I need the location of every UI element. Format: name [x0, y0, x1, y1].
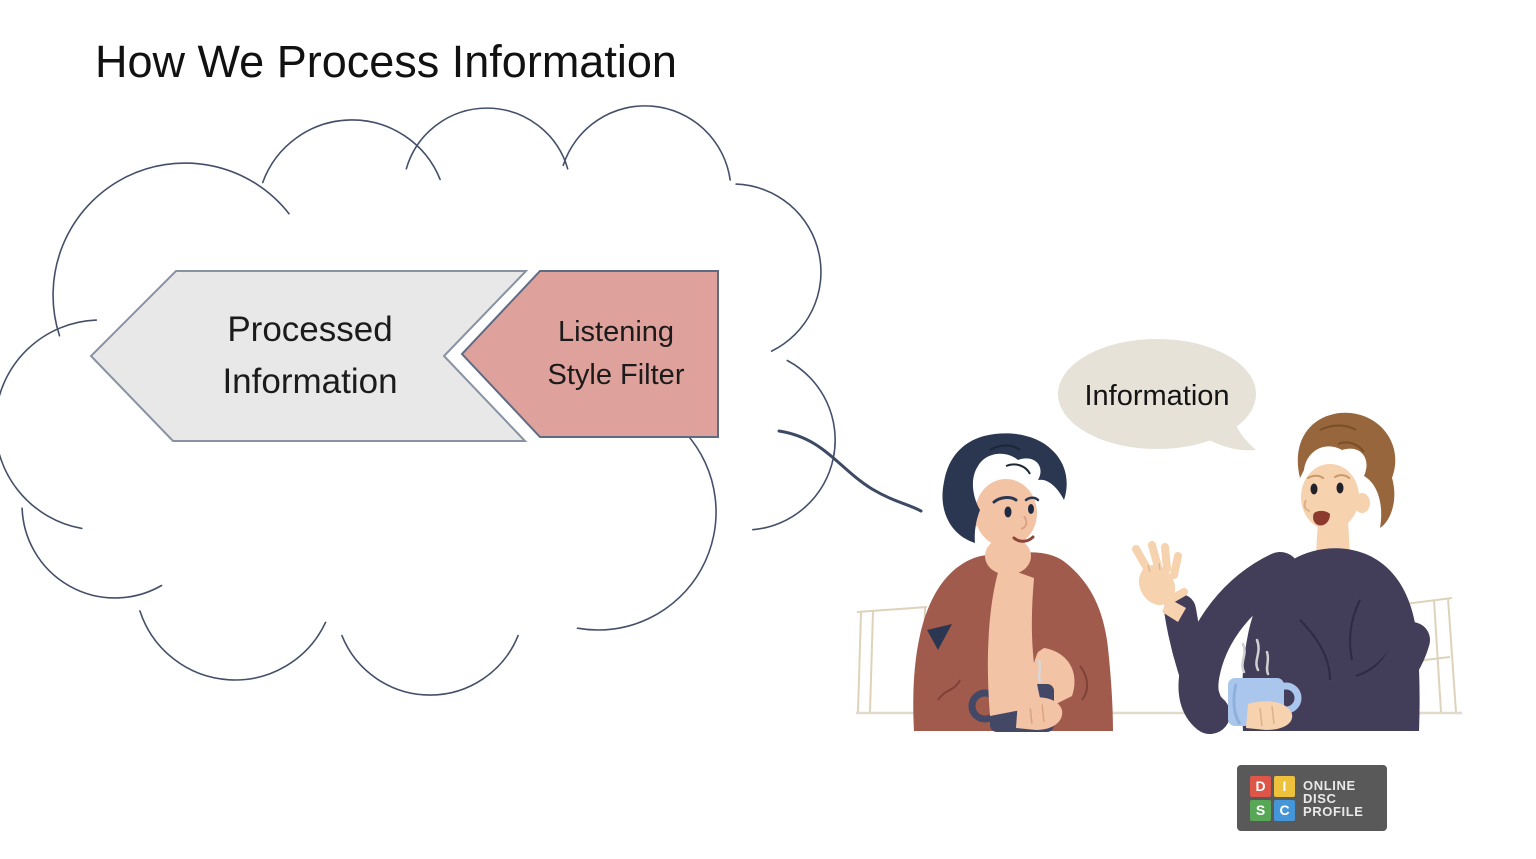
left-eyebrow-2: [1024, 496, 1040, 502]
right-eye: [1310, 483, 1318, 495]
listening-style-filter-label: Listening Style Filter: [547, 316, 685, 391]
right-steam-lines: [1241, 638, 1270, 676]
left-eye: [1004, 506, 1012, 518]
left-shirt-detail: [927, 624, 952, 650]
listening-style-filter-shape: [460, 270, 719, 438]
cloud-outline: [0, 105, 836, 696]
left-eye-2: [1028, 504, 1034, 514]
logo-line-disc: DISC: [1303, 790, 1337, 806]
person-left-listener: [913, 433, 1113, 732]
left-hand-chin: [985, 537, 1031, 575]
right-hair: [1297, 412, 1396, 528]
right-nose: [1303, 499, 1311, 512]
process-arrows: [89, 270, 719, 442]
right-gesture-hand: [1132, 541, 1188, 606]
right-eyebrows: [1307, 474, 1350, 479]
left-forearm-chin: [987, 566, 1042, 716]
disc-square-c: C: [1274, 799, 1295, 821]
left-mouth: [1012, 535, 1035, 543]
right-wrist: [1162, 598, 1186, 622]
left-eyebrow: [992, 496, 1018, 504]
right-finger-lines: [1259, 705, 1275, 727]
slide-title: How We Process Information: [95, 36, 677, 87]
disc-profile-logo: D I S C ONLINE DISC PROFILE: [1237, 765, 1387, 831]
left-nose: [1020, 515, 1028, 530]
disc-square-d: D: [1250, 775, 1271, 797]
left-shirt-folds: [937, 665, 1088, 701]
right-eye-2: [1336, 482, 1344, 494]
processed-information-arrow: [89, 270, 529, 442]
right-hair-swirls: [1319, 424, 1365, 453]
speech-bubble-label: Information: [1084, 379, 1230, 412]
logo-line-online: ONLINE: [1303, 777, 1356, 793]
right-mouth-open: [1313, 510, 1330, 526]
person-right-speaker: [1132, 412, 1430, 734]
disc-square-i: I: [1274, 775, 1295, 797]
right-face: [1301, 464, 1359, 530]
right-forearm: [1164, 594, 1221, 716]
left-finger-lines: [1029, 703, 1045, 725]
left-hair-swirls: [989, 444, 1031, 475]
processed-information-label: Processed Information: [222, 310, 398, 401]
right-head: [1297, 412, 1396, 530]
disc-square-s: S: [1250, 799, 1271, 821]
speech-bubble: [1058, 339, 1256, 451]
logo-line-profile: PROFILE: [1303, 803, 1364, 819]
cloud-tail-curve: [777, 429, 923, 513]
right-hand-on-mug: [1246, 701, 1293, 730]
left-head: [942, 433, 1067, 575]
right-mug-arm: [1304, 622, 1430, 725]
logo-text-lines: ONLINE DISC PROFILE: [1303, 779, 1364, 818]
disc-letter-grid: D I S C: [1250, 775, 1295, 821]
left-hair: [942, 433, 1067, 543]
speech-bubble-tail: [1198, 416, 1256, 451]
